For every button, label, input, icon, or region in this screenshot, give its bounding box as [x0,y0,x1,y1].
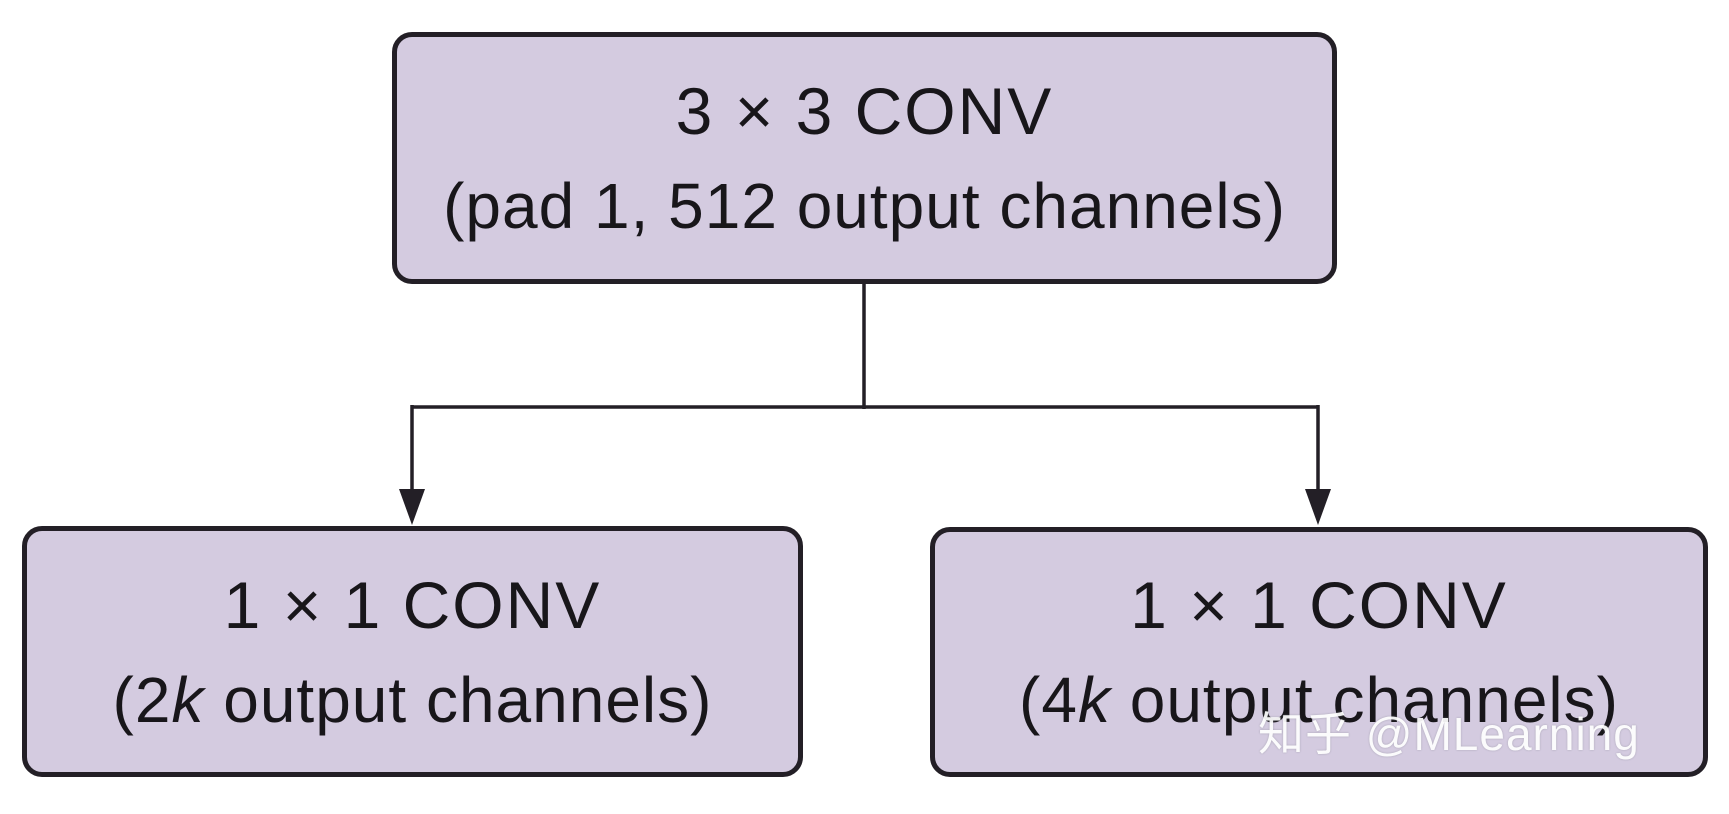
subtitle-rest: output channels) [204,663,713,736]
node-conv1x1-4k-subtitle: (4k output channels) [1019,668,1619,732]
subtitle-open: (4 [1019,664,1078,736]
subtitle-rest: output channels) [1110,664,1619,736]
node-conv3x3: 3 × 3 CONV (pad 1, 512 output channels) [392,32,1337,284]
node-conv3x3-subtitle: (pad 1, 512 output channels) [443,170,1286,242]
node-conv1x1-2k-title: 1 × 1 CONV [223,567,602,642]
subtitle-k-variable: k [171,663,205,736]
arrowhead-left-icon [399,489,425,525]
subtitle-k-variable: k [1077,664,1111,736]
arrowhead-right-icon [1305,489,1331,525]
node-conv1x1-4k: 1 × 1 CONV (4k output channels) [930,527,1708,777]
watermark: 知乎 @MLearning [1258,708,1640,760]
node-conv1x1-4k-title: 1 × 1 CONV [1130,568,1508,642]
node-conv1x1-2k: 1 × 1 CONV (2k output channels) [22,526,803,777]
subtitle-open: (2 [112,663,172,736]
node-conv1x1-2k-subtitle: (2k output channels) [113,668,713,732]
node-conv3x3-title: 3 × 3 CONV [675,74,1054,148]
